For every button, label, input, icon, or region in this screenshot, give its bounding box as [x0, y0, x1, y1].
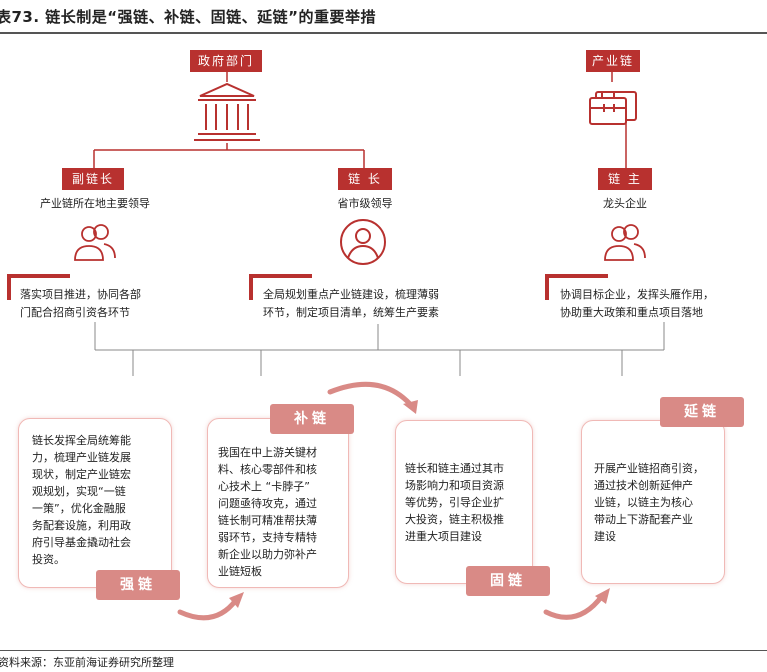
government-building-icon [194, 82, 260, 141]
supplement-chain-text: 我国在中上游关键材 料、核心零部件和核 心技术上 “卡脖子” 问题亟待攻克，通过… [218, 446, 317, 578]
supplement-chain-tag: 补链 [270, 404, 354, 434]
chain-master-tag: 链 主 [598, 168, 652, 190]
supplement-chain-card [207, 418, 349, 588]
extend-chain-card [581, 420, 725, 584]
chain-leader-tag: 链 长 [338, 168, 392, 190]
group-people-icon [604, 224, 646, 261]
vice-chain-leader-tag: 副链长 [62, 168, 124, 190]
vice-chain-leader-desc: 产业链所在地主要领导 [40, 197, 150, 210]
briefcase-icon [589, 91, 637, 125]
connector-lines [7, 72, 665, 621]
gov-dept-tag: 政府部门 [190, 50, 262, 72]
chain-master-desc: 龙头企业 [603, 197, 647, 210]
group-people-icon [74, 224, 116, 261]
person-circle-icon [340, 219, 386, 265]
chain-leader-desc: 省市级领导 [337, 197, 393, 210]
chain-master-duty: 协调目标企业，发挥头雁作用， 协助重大政策和重点项目落地 [560, 288, 714, 319]
strengthen-chain-tag: 强链 [96, 570, 180, 600]
source-note: 资料来源：东亚前海证券研究所整理 [0, 656, 174, 669]
consolidate-chain-text: 链长和链主通过其市 场影响力和项目资源 等优势，引导企业扩 大投资，链主积极推 … [405, 462, 504, 543]
table-title: 表73. 链长制是“强链、补链、固链、延链”的重要举措 [0, 8, 377, 26]
title-divider [0, 32, 767, 34]
consolidate-chain-card [395, 420, 533, 584]
extend-chain-text: 开展产业链招商引资， 通过技术创新延伸产 业链，以链主为核心 带动上下游配套产业… [594, 462, 704, 543]
vice-chain-leader-duty: 落实项目推进，协同各部 门配合招商引资各环节 [20, 288, 141, 319]
extend-chain-tag: 延链 [660, 397, 744, 427]
industry-chain-tag: 产业链 [586, 50, 640, 72]
consolidate-chain-tag: 固链 [466, 566, 550, 596]
source-divider [0, 650, 767, 651]
strengthen-chain-text: 链长发挥全局统筹能 力，梳理产业链发展 现状，制定产业链宏 观规划，实现“一链 … [32, 434, 131, 566]
strengthen-chain-card [18, 418, 172, 588]
chain-leader-duty: 全局规划重点产业链建设，梳理薄弱 环节，制定项目清单，统筹生产要素 [263, 288, 439, 319]
